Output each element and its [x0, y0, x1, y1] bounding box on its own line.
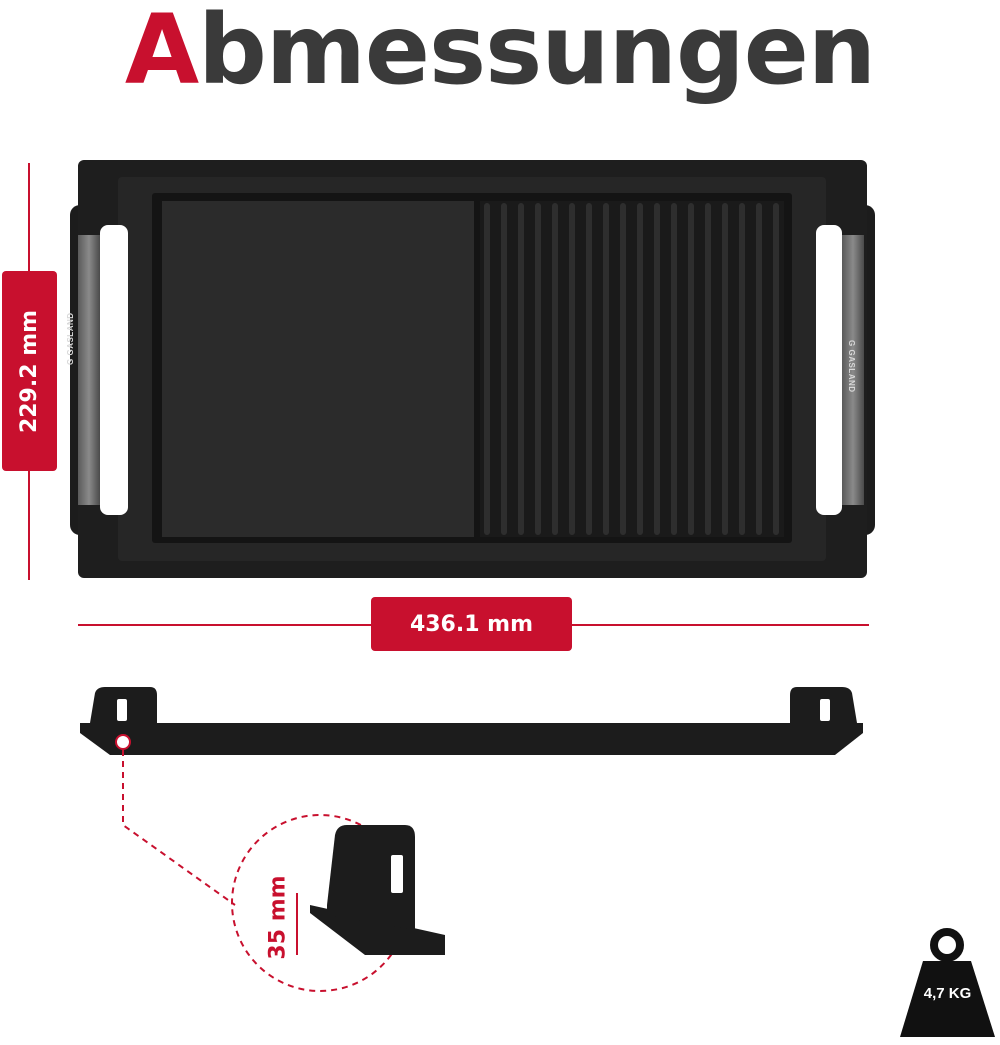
width-badge: 436.1 mm: [371, 597, 572, 651]
grill-plate-top-view: [70, 160, 875, 578]
depth-label: 35 mm: [265, 874, 291, 960]
brand-mark: G: [66, 358, 75, 365]
height-badge: 229.2 mm: [2, 271, 57, 471]
title-first-letter: A: [124, 0, 199, 106]
width-dimension-line-left: [78, 624, 371, 626]
title-rest: bmessungen: [198, 0, 876, 106]
brand-mark: G: [847, 340, 856, 347]
brand-label-right: G GASLAND: [847, 340, 856, 393]
grill-plate-side-view: [80, 687, 863, 755]
weight-icon: [900, 928, 995, 1037]
page-title: Abmessungen: [0, 0, 1000, 106]
depth-detail-callout: [122, 750, 445, 992]
ribbed-grill-surface: [480, 201, 784, 537]
flat-griddle-surface: [162, 201, 474, 537]
width-dimension-line-right: [572, 624, 869, 626]
depth-label-wrap: 35 mm: [258, 872, 298, 962]
weight-label: 4,7 KG: [923, 985, 972, 1002]
brand-label-left: G GASLAND: [66, 312, 75, 365]
height-label: 229.2 mm: [17, 309, 43, 433]
